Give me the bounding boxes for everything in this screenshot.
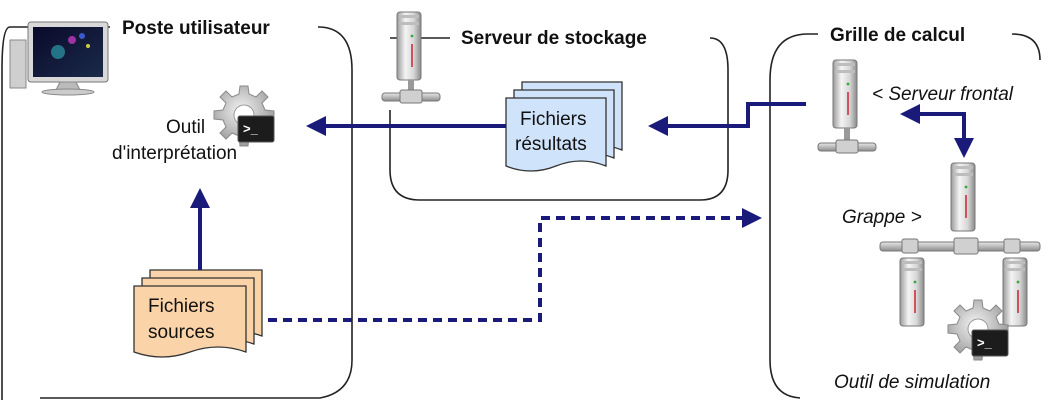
interpretation-tool-label-line2: d'interprétation: [112, 143, 237, 164]
cluster-label: Grappe >: [842, 207, 922, 228]
files-resultats-label-line1: Fichiers: [520, 109, 587, 130]
files-sources-label-line2: sources: [148, 322, 215, 343]
frontend-server-icon: [817, 59, 877, 154]
files-sources-label-line1: Fichiers: [148, 296, 215, 317]
storage-server-icon: [381, 11, 441, 104]
zone-poste-title: Poste utilisateur: [122, 18, 270, 39]
flow-arrows: [190, 102, 974, 322]
cluster-icon: [879, 162, 1041, 327]
files-resultats-stack: [505, 81, 623, 172]
interpretation-tool-label-line1: Outil: [166, 117, 205, 138]
arrow-frontal-to-resultats: [648, 102, 806, 136]
workstation-icon: [9, 21, 109, 96]
arrow-sources-to-grille: [268, 208, 762, 322]
arrow-frontal-to-cluster: [900, 104, 974, 158]
zone-grille-title: Grille de calcul: [830, 25, 965, 46]
zone-grille-box: [769, 33, 1041, 399]
frontend-server-label: < Serveur frontal: [872, 84, 1014, 105]
simulation-tool-icon: [947, 299, 1009, 361]
interpretation-tool-icon: [213, 85, 275, 147]
files-resultats-label-line2: résultats: [515, 134, 587, 155]
files-sources-stack: [133, 269, 263, 358]
simulation-tool-label: Outil de simulation: [834, 372, 990, 393]
zone-poste-box: [1, 26, 353, 400]
zone-stockage-title: Serveur de stockage: [461, 28, 647, 49]
